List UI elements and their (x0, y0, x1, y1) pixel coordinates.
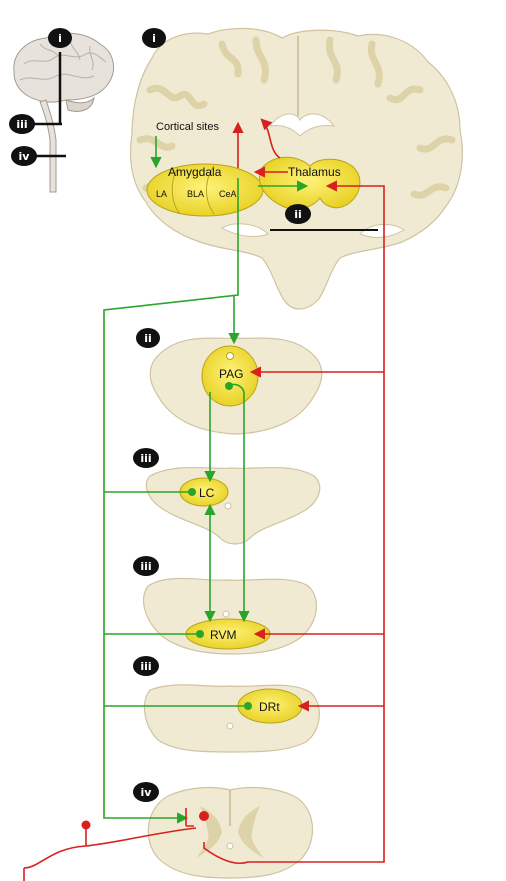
svg-text:i: i (152, 32, 156, 45)
marker-section-iii-drt: iii (133, 656, 159, 676)
svg-text:ii: ii (144, 332, 152, 345)
lateral-brain-icon (13, 32, 115, 193)
lc-label: LC (199, 486, 215, 500)
pag-label: PAG (219, 367, 243, 381)
marker-section-iv: iv (133, 782, 159, 802)
marker-coronal-i: i (142, 28, 166, 48)
rvm-label: RVM (210, 628, 236, 642)
svg-text:iii: iii (140, 560, 151, 573)
amygdala-label: Amygdala (168, 165, 222, 179)
drt-label: DRt (259, 700, 280, 714)
ascending-terminals (81, 811, 209, 830)
marker-section-ii: ii (136, 328, 160, 348)
canal-marker (222, 610, 230, 618)
marker-coronal-ii: ii (285, 204, 311, 224)
aqueduct-marker (226, 352, 234, 360)
bla-label: BLA (187, 189, 204, 199)
section-pons-lc (145, 466, 321, 545)
marker-brain-iii: iii (9, 114, 35, 134)
cortical-sites-label: Cortical sites (156, 121, 219, 133)
marker-brain-iv: iv (11, 146, 37, 166)
svg-text:iv: iv (141, 786, 153, 799)
svg-text:iii: iii (140, 660, 151, 673)
marker-brain-i: i (48, 28, 72, 48)
svg-text:iv: iv (19, 150, 31, 163)
la-label: LA (156, 189, 167, 199)
svg-text:iii: iii (140, 452, 151, 465)
thalamus-label: Thalamus (288, 165, 341, 179)
svg-text:ii: ii (294, 208, 302, 221)
svg-text:i: i (58, 32, 62, 45)
ascending-pathways (23, 118, 385, 881)
marker-section-iii-lc: iii (133, 448, 159, 468)
svg-text:iii: iii (16, 118, 27, 131)
descending-pathways (103, 136, 309, 824)
section-spinal-cord (147, 786, 314, 879)
cea-label: CeA (219, 189, 237, 199)
thalamus-nucleus (259, 156, 361, 210)
descending-terminals (188, 382, 252, 710)
marker-section-iii-rvm: iii (133, 556, 159, 576)
